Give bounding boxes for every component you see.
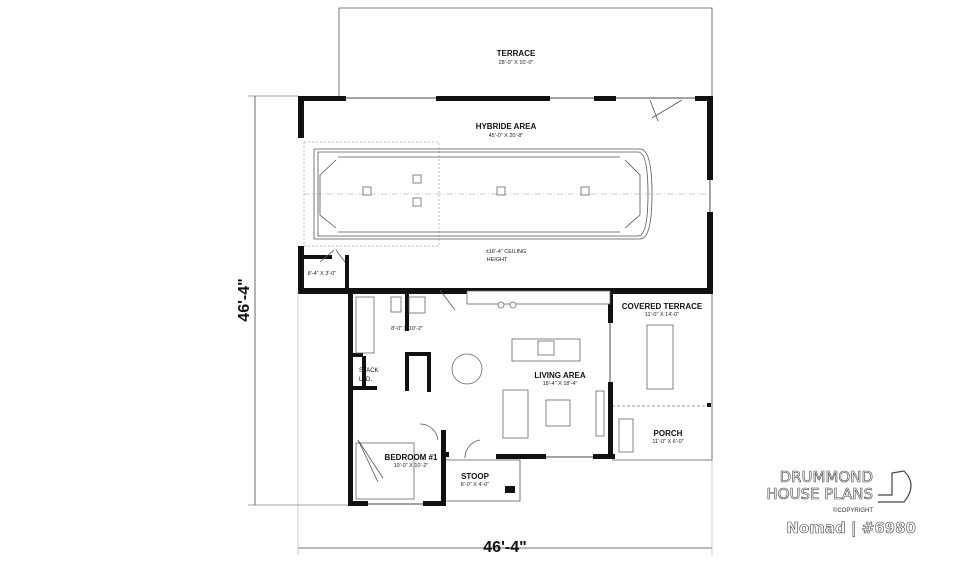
ceiling-note-2: HEIGHT	[487, 257, 508, 263]
bedroom-size: 10'-0" X 10'-2"	[394, 463, 429, 469]
terrace-size: 28'-0" X 10'-0"	[499, 60, 534, 66]
hybride-size: 45'-0" X 20'-8"	[489, 133, 524, 139]
porch-size: 11'-0" X 6'-0"	[652, 439, 683, 445]
stoop-light	[505, 486, 515, 493]
svg-text:DRUMMOND: DRUMMOND	[780, 468, 873, 486]
covered-terrace-outline	[443, 292, 713, 502]
stoop-size: 8'-0" X 4'-0"	[461, 482, 490, 488]
svg-text:©COPYRIGHT: ©COPYRIGHT	[833, 507, 873, 514]
width-dimension: 46'-4"	[483, 539, 526, 556]
dimension-lines	[248, 95, 713, 555]
laundry-label-2: L.-D.	[359, 377, 372, 383]
stoop-label: STOOP	[461, 472, 490, 481]
drummond-logo: DRUMMOND HOUSE PLANS ©COPYRIGHT	[766, 468, 912, 514]
porch-label: PORCH	[654, 429, 683, 438]
terrace-outline	[338, 7, 713, 97]
covered-terrace-size: 11'-0" X 14'-0"	[645, 312, 679, 318]
living-size: 18'-4" X 18'-4"	[543, 381, 578, 387]
ceiling-note-1: ±16'-4" CEILING	[486, 249, 527, 255]
bedroom-label: BEDROOM #1	[385, 453, 438, 462]
bathroom-size: 8'-0" X 10'-2"	[391, 326, 423, 332]
windows	[346, 97, 711, 505]
closet-size: 8'-4" X 3'-0"	[308, 271, 337, 277]
covered-terrace-label: COVERED TERRACE	[622, 302, 703, 311]
terrace-label: TERRACE	[497, 49, 536, 58]
svg-text:HOUSE PLANS: HOUSE PLANS	[766, 485, 873, 503]
living-label: LIVING AREA	[534, 371, 585, 380]
furniture	[355, 289, 674, 500]
bus-drawing	[303, 141, 707, 263]
hybride-label: HYBRIDE AREA	[476, 122, 537, 131]
plan-name: Nomad | #6980	[786, 519, 916, 538]
depth-dimension: 46'-4"	[236, 278, 253, 321]
laundry-label-1: STACK	[359, 368, 379, 374]
